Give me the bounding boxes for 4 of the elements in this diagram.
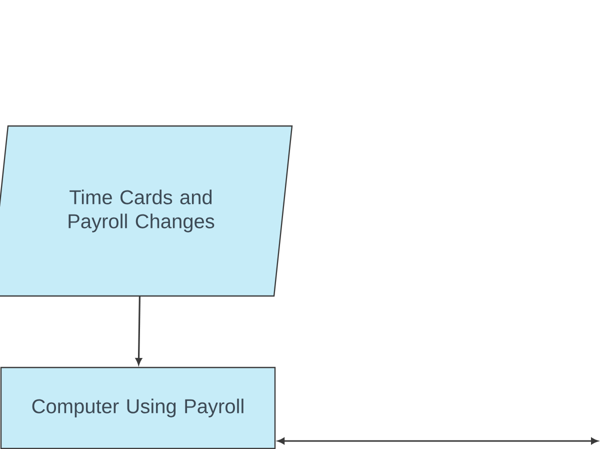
process-box: Computer Using Payroll <box>0 366 276 449</box>
arrow <box>135 296 142 365</box>
arrow <box>278 438 598 444</box>
parallelogram: Time Cards and Payroll Changes <box>0 125 293 297</box>
